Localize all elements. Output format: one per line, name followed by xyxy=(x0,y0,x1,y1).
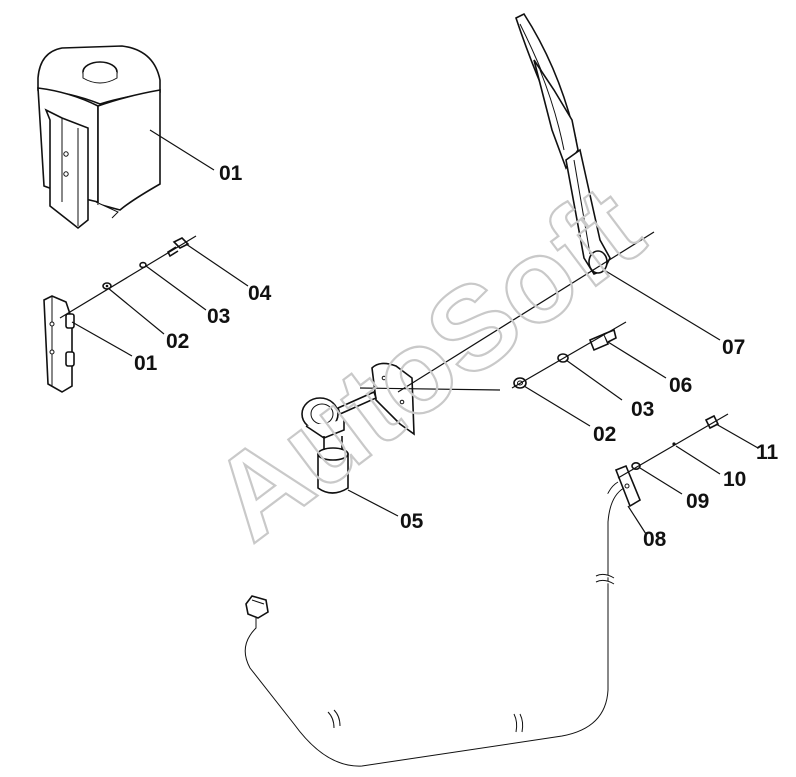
callout-05: 05 xyxy=(400,510,424,533)
callout-10: 10 xyxy=(723,468,746,491)
callout-03-left: 03 xyxy=(207,305,230,328)
callout-11: 11 xyxy=(756,441,779,464)
callout-01-tank: 01 xyxy=(219,162,243,185)
callout-02-right: 02 xyxy=(593,423,616,446)
callout-06: 06 xyxy=(669,374,692,397)
washer-09 xyxy=(631,461,641,470)
assembly-axis-nozzle xyxy=(617,413,729,479)
bolt-04 xyxy=(166,237,190,258)
wiper-motor xyxy=(301,362,415,494)
assembly-axis-left xyxy=(59,235,197,319)
leader-lines xyxy=(71,129,759,535)
callout-08: 08 xyxy=(643,528,667,551)
callout-03-right: 03 xyxy=(631,398,654,421)
wiper-arm-and-blade xyxy=(515,12,611,275)
washer-hose-and-nozzle xyxy=(244,464,642,767)
callout-04: 04 xyxy=(248,282,272,305)
callout-09: 09 xyxy=(686,490,709,513)
callout-01-bracket: 01 xyxy=(134,352,158,375)
assembly-axis-right xyxy=(511,321,627,389)
callout-07: 07 xyxy=(722,336,745,359)
mounting-bracket xyxy=(43,295,75,393)
assembly-axis-wiper xyxy=(397,231,655,393)
assembly-axis-motor xyxy=(359,387,501,391)
callout-02-left: 02 xyxy=(166,330,189,353)
washer-reservoir-tank xyxy=(37,45,161,230)
